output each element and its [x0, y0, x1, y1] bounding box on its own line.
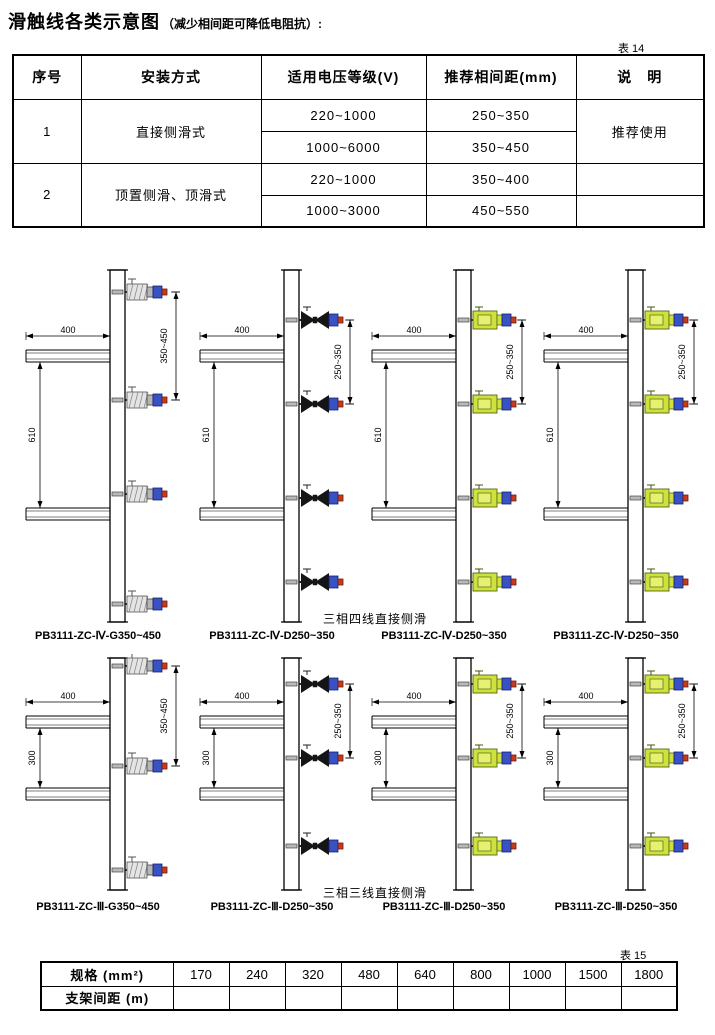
cell-voltage: 1000~3000: [260, 194, 427, 228]
svg-text:610: 610: [201, 427, 211, 442]
model-label: PB3111-ZC-Ⅳ-G350~450: [34, 630, 162, 642]
installation-table: 序号 安装方式 适用电压等级(V) 推荐相间距(mm) 说 明 1 直接侧滑式 …: [12, 54, 705, 228]
svg-text:400: 400: [60, 691, 75, 701]
svg-text:350~450: 350~450: [159, 328, 169, 363]
spec-label: 规格 (mm²): [40, 961, 174, 987]
diagram-3wire-black: 400 300 250~350: [186, 654, 358, 896]
table14-tag: 表 14: [618, 43, 645, 55]
svg-text:250~350: 250~350: [677, 344, 687, 379]
model-label: PB3111-ZC-Ⅲ-D250~350: [210, 901, 334, 913]
cell-serial-2: 2: [12, 162, 82, 228]
svg-text:610: 610: [27, 427, 37, 442]
empty-cell: [452, 985, 510, 1011]
cell-serial-1: 1: [12, 98, 82, 164]
model-label: PB3111-ZC-Ⅲ-D250~350: [554, 901, 678, 913]
svg-text:250~350: 250~350: [333, 344, 343, 379]
diagram-3wire-yellow1: 400 300 250~350: [358, 654, 530, 896]
cell-spacing: 250~350: [425, 98, 577, 132]
svg-text:300: 300: [373, 750, 383, 765]
model-label: PB3111-ZC-Ⅳ-D250~350: [553, 630, 679, 642]
cell-spacing: 350~400: [425, 162, 577, 196]
table14-row: 1 直接侧滑式 220~1000 250~350 推荐使用: [12, 98, 705, 164]
caption-top: 三相四线直接侧滑: [322, 612, 427, 626]
model-label: PB3111-ZC-Ⅳ-D250~350: [381, 630, 507, 642]
svg-text:400: 400: [406, 691, 421, 701]
svg-text:250~350: 250~350: [677, 703, 687, 738]
cell-voltage: 220~1000: [260, 98, 427, 132]
cell-spacing: 450~550: [425, 194, 577, 228]
svg-text:400: 400: [578, 325, 593, 335]
svg-text:400: 400: [406, 325, 421, 335]
spec-value: 320: [284, 961, 342, 987]
table15-tag: 表 15: [620, 950, 647, 962]
table14-header-row: 序号 安装方式 适用电压等级(V) 推荐相间距(mm) 说 明: [12, 54, 705, 100]
table14-header-serial: 序号: [12, 54, 82, 100]
diagram-4wire-yellow2: 400 610 250~350: [530, 266, 702, 628]
empty-cell: [228, 985, 286, 1011]
bracket-spacing-row: 支架间距 (m): [40, 985, 678, 1011]
spec-value: 640: [396, 961, 454, 987]
empty-cell: [340, 985, 398, 1011]
table14-header-voltage: 适用电压等级(V): [260, 54, 427, 100]
caption-bottom: 三相三线直接侧滑: [322, 886, 427, 900]
svg-text:300: 300: [27, 750, 37, 765]
svg-text:300: 300: [545, 750, 555, 765]
svg-text:400: 400: [578, 691, 593, 701]
empty-cell: [396, 985, 454, 1011]
diagram-4wire-gray: 400 610 350~450: [12, 266, 184, 628]
spec-value: 170: [172, 961, 230, 987]
svg-text:400: 400: [60, 325, 75, 335]
table14-row: 2 顶置侧滑、顶滑式 220~1000 350~400: [12, 162, 705, 228]
cell-note-2b: [575, 194, 705, 228]
bracket-spacing-label: 支架间距 (m): [40, 985, 174, 1011]
diagram-4wire-black: 400 610 250~350: [186, 266, 358, 628]
spec-value: 1500: [564, 961, 622, 987]
svg-text:400: 400: [234, 325, 249, 335]
spec-value: 1000: [508, 961, 566, 987]
cell-note-1: 推荐使用: [575, 98, 705, 164]
cell-method-2: 顶置侧滑、顶滑式: [80, 162, 262, 228]
cell-spacing: 350~450: [425, 130, 577, 164]
model-label: PB3111-ZC-Ⅲ-G350~450: [36, 901, 160, 913]
cell-voltage: 220~1000: [260, 162, 427, 196]
model-label: PB3111-ZC-Ⅳ-D250~350: [209, 630, 335, 642]
spec-value: 800: [452, 961, 510, 987]
table14-header-note: 说 明: [575, 54, 705, 100]
spec-value: 1800: [620, 961, 678, 987]
table14-header-spacing: 推荐相间距(mm): [425, 54, 577, 100]
table14-row: 1000~6000 350~450: [13, 130, 704, 164]
svg-text:350~450: 350~450: [159, 698, 169, 733]
diagram-4wire-yellow1: 400 610 250~350: [358, 266, 530, 628]
svg-text:300: 300: [201, 750, 211, 765]
cell-note-2a: [575, 162, 705, 196]
empty-cell: [172, 985, 230, 1011]
svg-text:250~350: 250~350: [505, 344, 515, 379]
svg-text:250~350: 250~350: [505, 703, 515, 738]
diagram-3wire-yellow2: 400 300 250~350: [530, 654, 702, 896]
svg-text:400: 400: [234, 691, 249, 701]
diagram-3wire-gray: 400 300 350~450: [12, 654, 184, 896]
title-text: 滑触线各类示意图: [8, 12, 160, 32]
spec-value: 240: [228, 961, 286, 987]
title-note: （减少相间距可降低电阻抗）:: [162, 17, 322, 31]
svg-text:250~350: 250~350: [333, 703, 343, 738]
spec-row: 规格 (mm²) 170 240 320 480 640 800 1000 15…: [40, 961, 678, 987]
svg-text:610: 610: [545, 427, 555, 442]
table14-row: 1000~3000 450~550: [13, 194, 705, 228]
cell-voltage: 1000~6000: [260, 130, 427, 164]
empty-cell: [620, 985, 678, 1011]
table14-header-method: 安装方式: [80, 54, 262, 100]
page-title: 滑触线各类示意图（减少相间距可降低电阻抗）:: [8, 8, 322, 34]
svg-text:610: 610: [373, 427, 383, 442]
empty-cell: [284, 985, 342, 1011]
empty-cell: [508, 985, 566, 1011]
empty-cell: [564, 985, 622, 1011]
model-label: PB3111-ZC-Ⅲ-D250~350: [382, 901, 506, 913]
cell-method-1: 直接侧滑式: [80, 98, 262, 164]
spec-table: 规格 (mm²) 170 240 320 480 640 800 1000 15…: [40, 961, 678, 1011]
spec-value: 480: [340, 961, 398, 987]
